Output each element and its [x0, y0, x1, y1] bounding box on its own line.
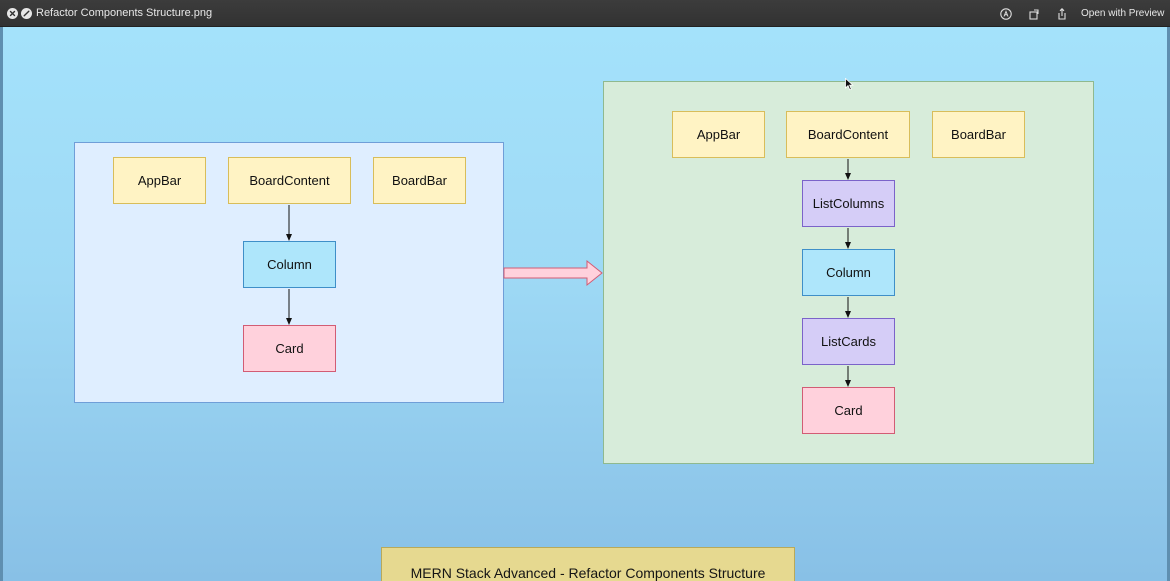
transform-arrow [503, 259, 603, 287]
before-card-node: Card [243, 325, 336, 372]
before-column-node: Column [243, 241, 336, 288]
title-bar: Refactor Components Structure.png Open w… [0, 0, 1170, 27]
after-appbar-node: AppBar [672, 111, 765, 158]
after-boardbar-node: BoardBar [932, 111, 1025, 158]
share-icon[interactable] [1055, 7, 1069, 21]
markup-icon[interactable] [999, 7, 1013, 21]
after-column-node: Column [802, 249, 895, 296]
minimize-icon[interactable] [21, 8, 32, 19]
file-title: Refactor Components Structure.png [36, 7, 213, 19]
open-with-preview-button[interactable]: Open with Preview [1081, 8, 1165, 19]
after-boardcontent-node: BoardContent [786, 111, 910, 158]
after-listcolumns-node: ListColumns [802, 180, 895, 227]
before-boardbar-node: BoardBar [373, 157, 466, 204]
mouse-cursor-icon [845, 78, 854, 91]
close-icon[interactable] [7, 8, 18, 19]
rotate-icon[interactable] [1027, 7, 1041, 21]
after-card-node: Card [802, 387, 895, 434]
image-canvas: AppBar BoardContent BoardBar Column Card… [0, 27, 1170, 581]
title-banner: MERN Stack Advanced - Refactor Component… [381, 547, 795, 581]
before-appbar-node: AppBar [113, 157, 206, 204]
after-listcards-node: ListCards [802, 318, 895, 365]
before-boardcontent-node: BoardContent [228, 157, 351, 204]
